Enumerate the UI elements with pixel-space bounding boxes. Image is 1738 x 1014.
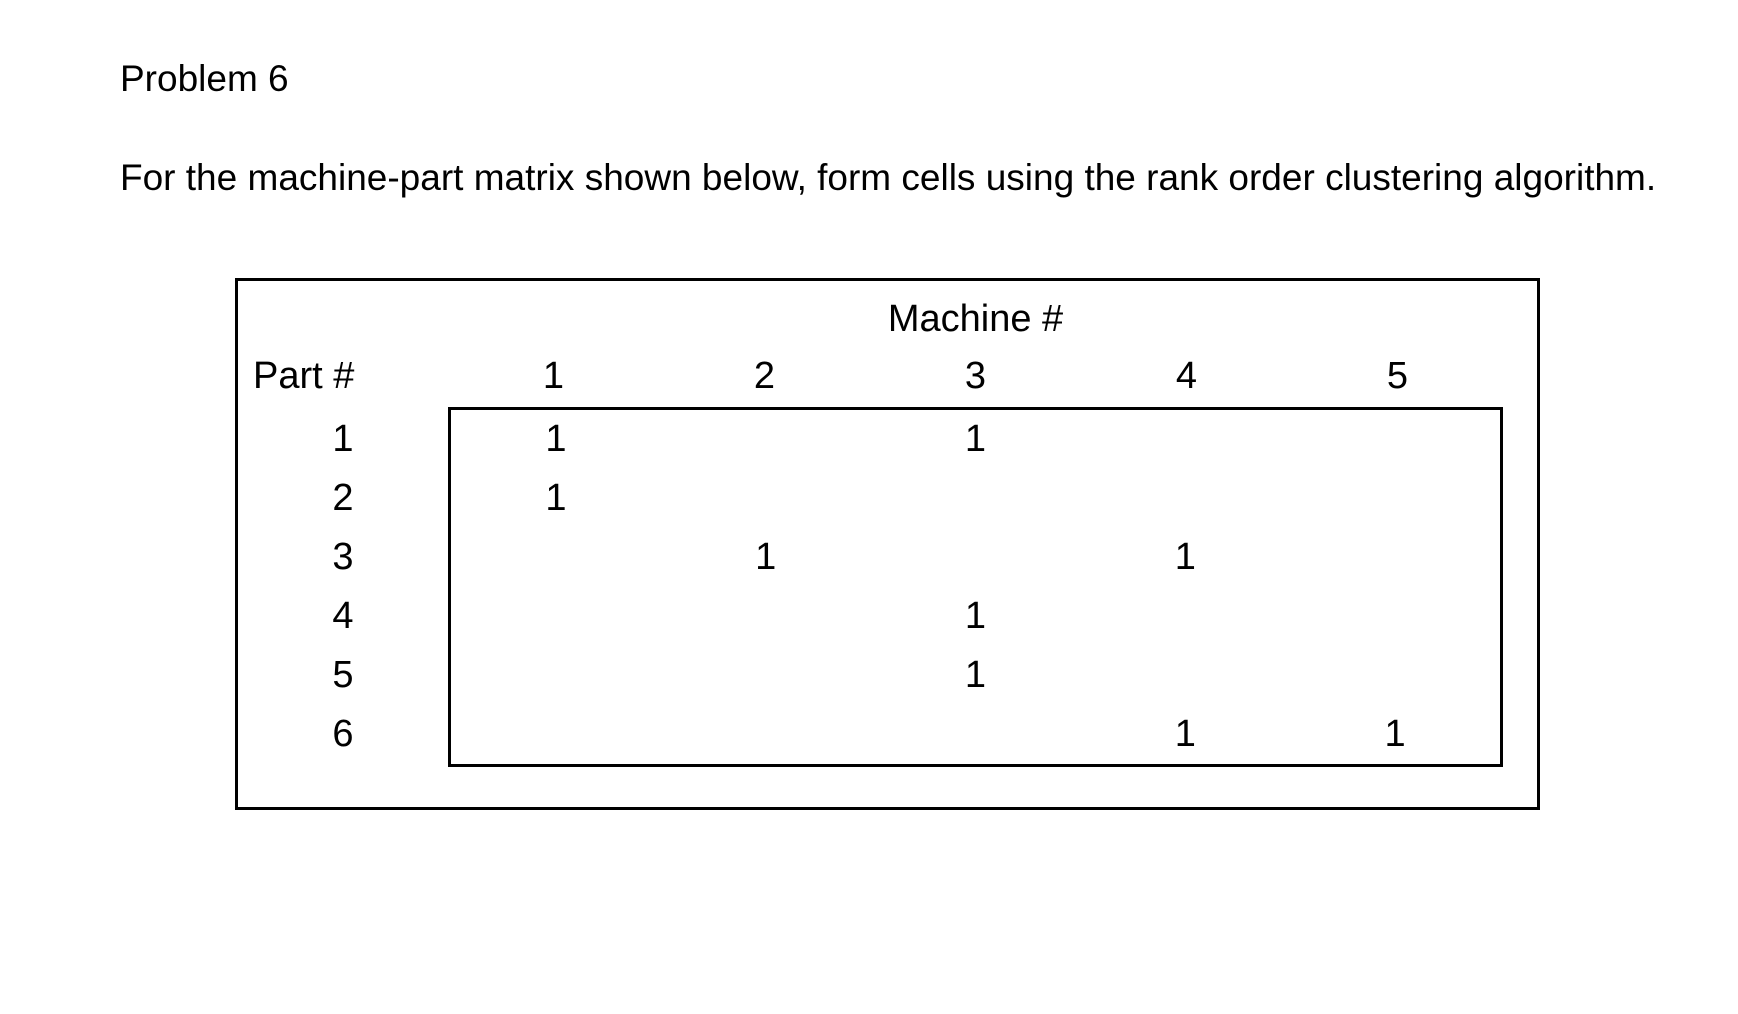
part-row-label-3: 3: [332, 536, 354, 578]
machine-col-header-3: 3: [964, 355, 987, 397]
machine-col-header-2: 2: [753, 355, 776, 397]
machine-col-header-5: 5: [1386, 355, 1409, 397]
matrix-cell-p3-m4: 1: [1174, 536, 1196, 578]
matrix-cell-p6-m3: [871, 705, 1081, 764]
matrix-cell-p3-m5: [1290, 528, 1500, 587]
matrix-cell-p4-m1: [451, 587, 661, 646]
matrix-cell-p6-m5: 1: [1384, 713, 1406, 755]
matrix-cell-p6-m1: [451, 705, 661, 764]
matrix-cell-p1-m2: [661, 410, 871, 469]
part-row-labels: 1 2 3 4 5 6: [238, 407, 448, 767]
matrix-cell-p5-m4: [1080, 646, 1290, 705]
part-axis-label: Part #: [253, 355, 355, 397]
matrix-header-row: Part # 1 2 3 4 5: [238, 353, 1537, 399]
matrix-cell-p3-m3: [871, 528, 1081, 587]
matrix-cell-p5-m3: 1: [964, 654, 987, 696]
matrix-cell-p1-m1: 1: [545, 418, 567, 460]
machine-part-matrix-figure: Machine # Part # 1 2 3 4 5 1 2 3 4 5 6: [235, 278, 1540, 810]
matrix-cell-p3-m2: 1: [755, 536, 777, 578]
matrix-cell-p2-m3: [871, 469, 1081, 528]
machine-col-header-1: 1: [542, 355, 565, 397]
part-row-label-1: 1: [332, 418, 354, 460]
problem-title: Problem 6: [120, 58, 289, 99]
machine-col-header-4: 4: [1175, 355, 1198, 397]
part-row-label-4: 4: [332, 595, 354, 637]
matrix-cell-p4-m3: 1: [964, 595, 987, 637]
matrix-grid: 1 1 1 1 1 1: [448, 407, 1503, 767]
matrix-cell-p1-m5: [1290, 410, 1500, 469]
matrix-body: 1 2 3 4 5 6 1 1 1: [238, 407, 1537, 767]
matrix-cell-p5-m1: [451, 646, 661, 705]
matrix-cell-p4-m5: [1290, 587, 1500, 646]
matrix-cell-p2-m4: [1080, 469, 1290, 528]
part-row-label-5: 5: [332, 654, 354, 696]
matrix-cell-p5-m2: [661, 646, 871, 705]
matrix-cell-p5-m5: [1290, 646, 1500, 705]
problem-description: For the machine-part matrix shown below,…: [120, 157, 1657, 198]
machine-axis-label: Machine #: [887, 298, 1064, 340]
matrix-cell-p4-m4: [1080, 587, 1290, 646]
matrix-cell-p6-m2: [661, 705, 871, 764]
matrix-cell-p1-m4: [1080, 410, 1290, 469]
matrix-cell-p2-m2: [661, 469, 871, 528]
matrix-cell-p1-m3: 1: [964, 418, 987, 460]
problem-content: Problem 6 For the machine-part matrix sh…: [120, 58, 1657, 810]
matrix-cell-p6-m4: 1: [1174, 713, 1196, 755]
matrix-cell-p2-m1: 1: [545, 477, 567, 519]
part-row-label-2: 2: [332, 477, 354, 519]
matrix-cell-p2-m5: [1290, 469, 1500, 528]
part-row-label-6: 6: [332, 713, 354, 755]
matrix-cell-p3-m1: [451, 528, 661, 587]
matrix-cell-p4-m2: [661, 587, 871, 646]
